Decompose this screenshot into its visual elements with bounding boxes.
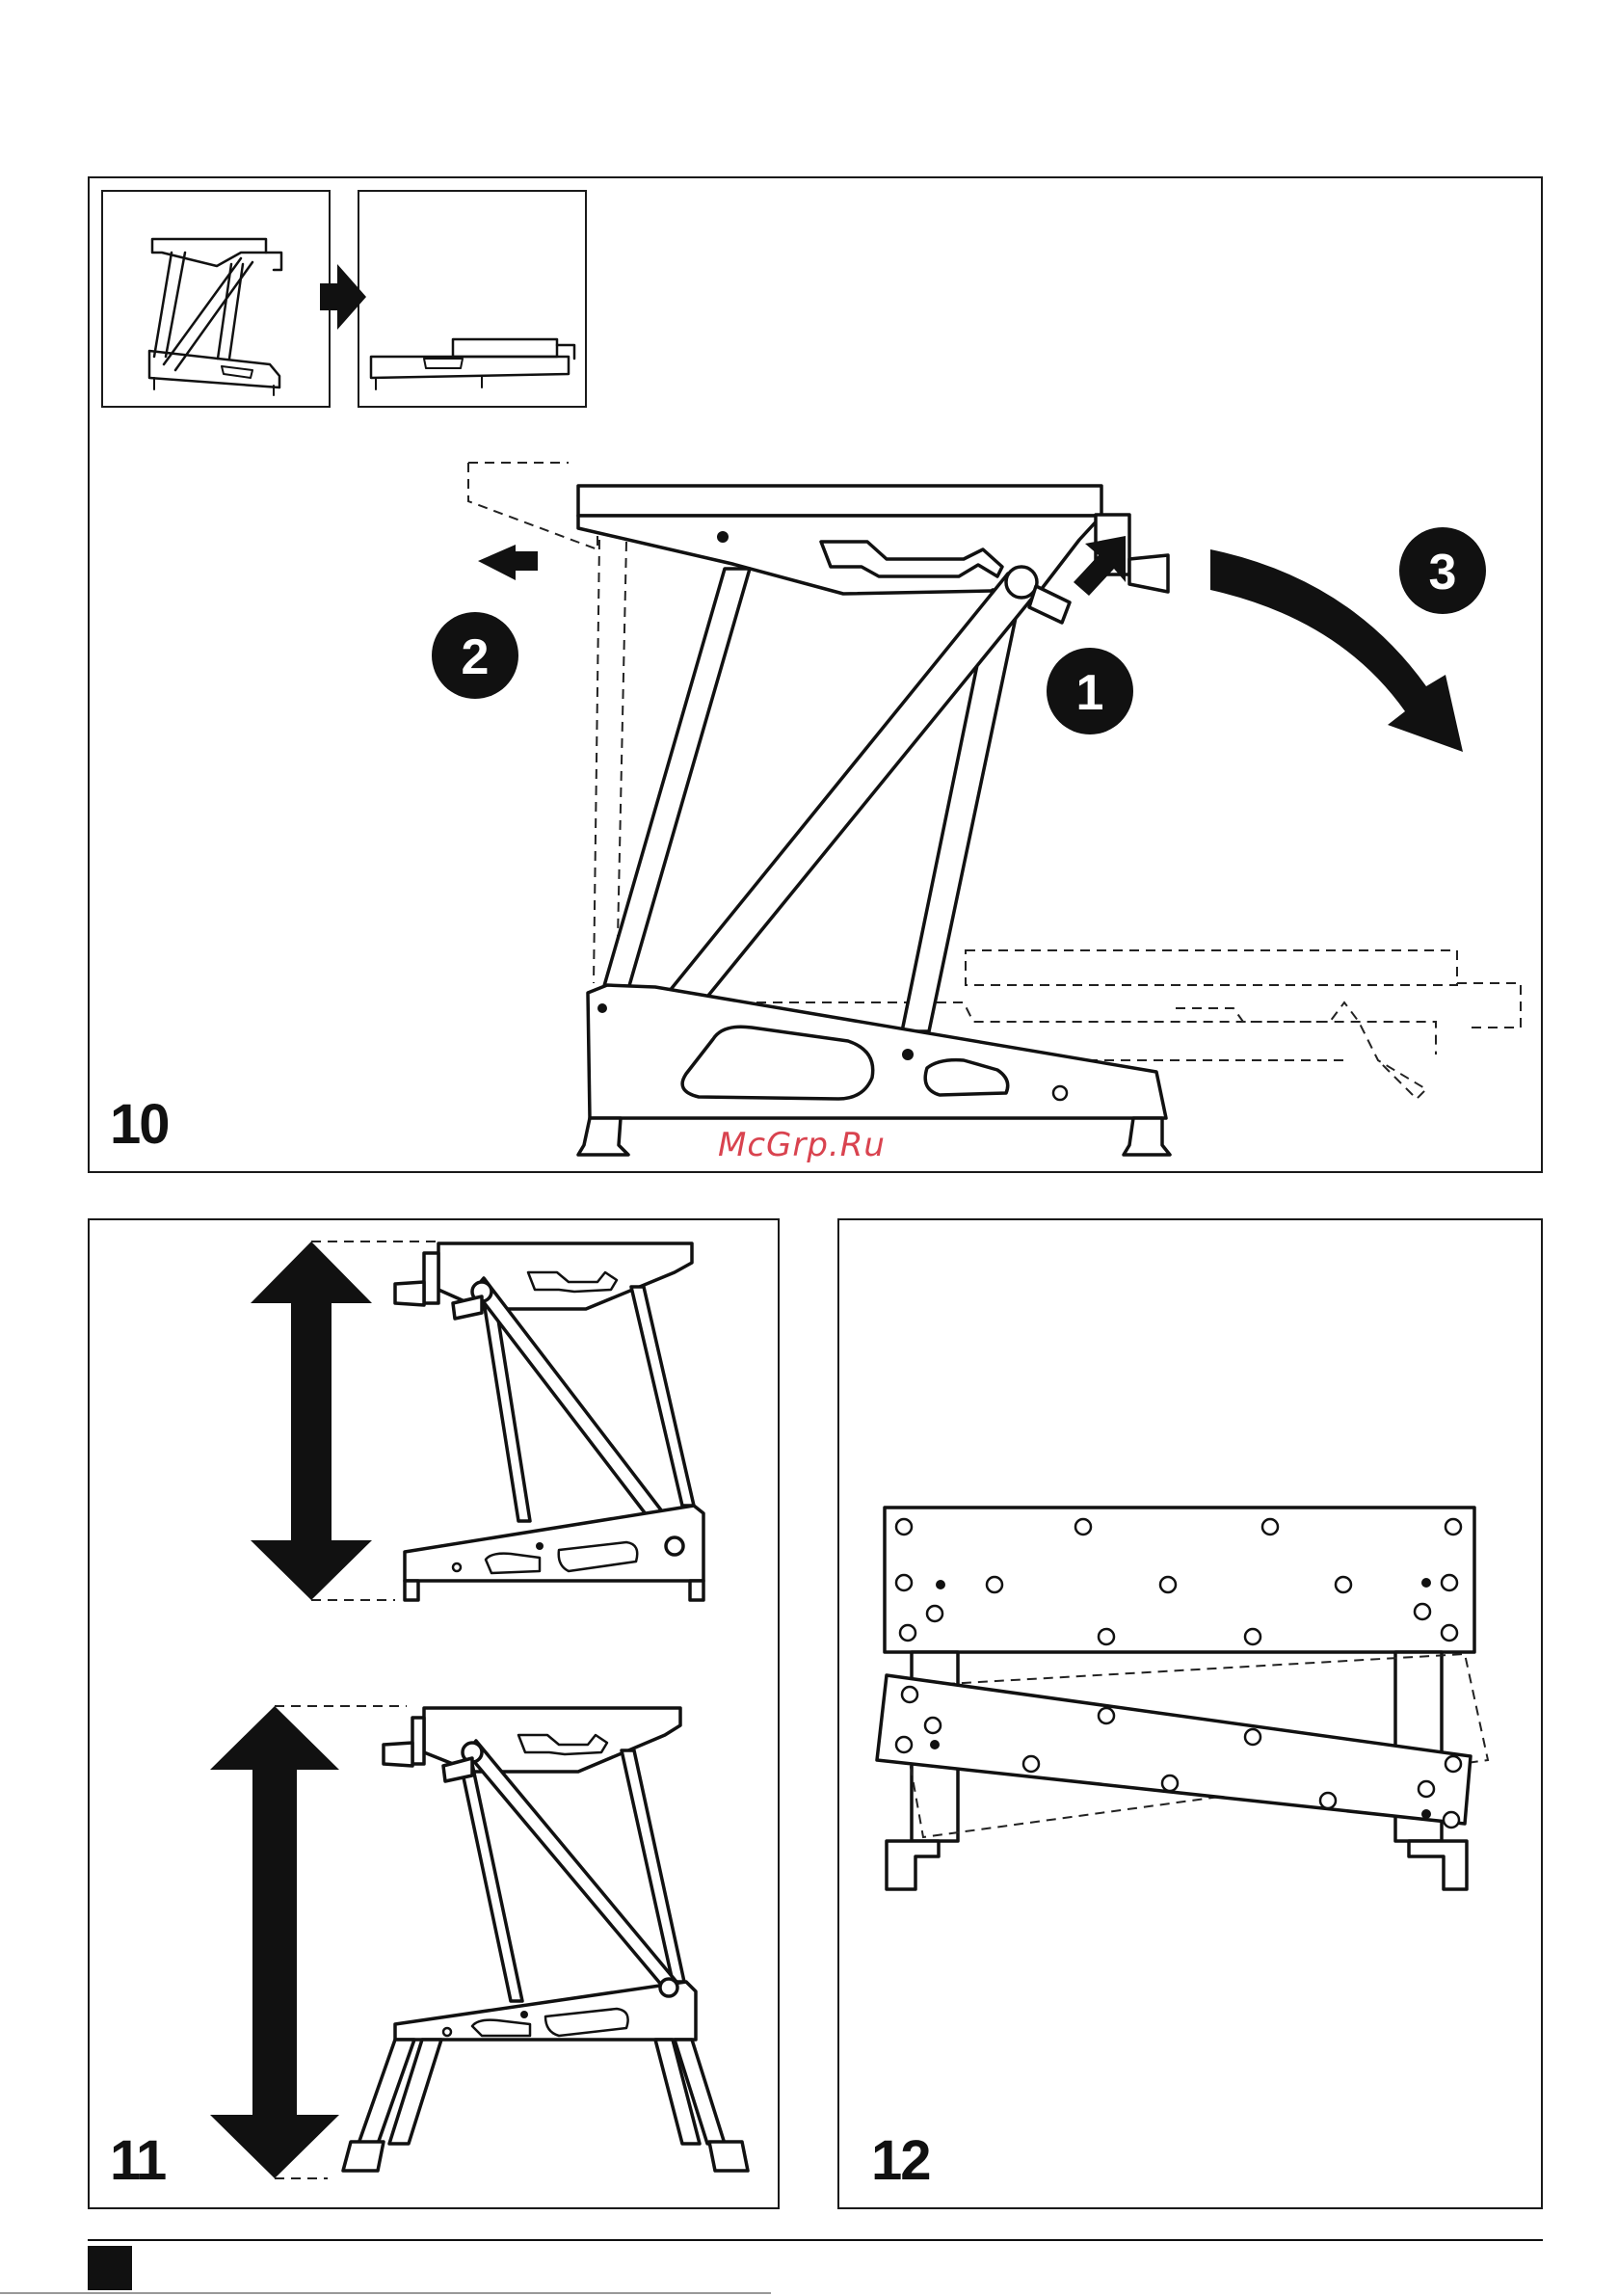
bench-top-view <box>877 1508 1488 1889</box>
footer-rule <box>88 2239 1543 2241</box>
figure-12-number: 12 <box>871 2128 930 2193</box>
page-corner-marker <box>88 2246 132 2290</box>
bottom-edge-rule <box>0 2292 771 2294</box>
